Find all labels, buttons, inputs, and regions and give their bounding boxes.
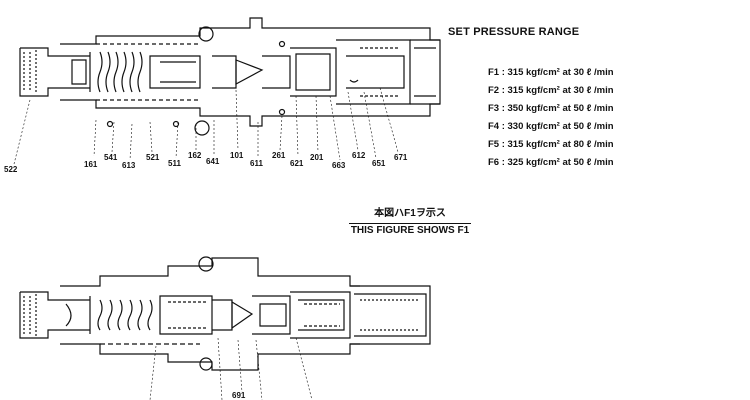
top-valve-section (19, 17, 441, 136)
part-label-511: 511 (168, 159, 181, 168)
top-leader-lines (13, 87, 399, 165)
part-label-613: 613 (122, 161, 136, 170)
bottom-valve-section (19, 256, 431, 371)
part-label-612: 612 (352, 151, 366, 160)
part-label-521: 521 (146, 153, 160, 162)
pressure-setting-f5: F5 : 315 kgf/cm² at 80 ℓ /min (488, 139, 614, 150)
top-part-labels: 522 161 541 613 521 511 162 641 101 611 … (4, 151, 408, 174)
part-label-663: 663 (332, 161, 346, 170)
pressure-range-list: F1 : 315 kgf/cm² at 30 ℓ /min F2 : 315 k… (488, 64, 688, 172)
part-label-201: 201 (310, 153, 324, 162)
figure-caption: 本図ハF1ヲ示ス THIS FIGURE SHOWS F1 (330, 208, 490, 238)
part-label-671: 671 (394, 153, 408, 162)
pressure-setting-f3: F3 : 350 kgf/cm² at 50 ℓ /min (488, 103, 614, 114)
part-label-621: 621 (290, 159, 304, 168)
part-label-691: 691 (232, 391, 246, 400)
part-label-162: 162 (188, 151, 202, 160)
pressure-range-title: SET PRESSURE RANGE (448, 26, 580, 38)
caption-japanese: 本図ハF1ヲ示ス (374, 208, 446, 219)
part-label-101: 101 (230, 151, 244, 160)
bottom-part-labels: 691 (232, 391, 246, 400)
pressure-setting-f4: F4 : 330 kgf/cm² at 50 ℓ /min (488, 121, 614, 132)
part-label-651: 651 (372, 159, 386, 168)
part-label-541: 541 (104, 153, 118, 162)
caption-english: THIS FIGURE SHOWS F1 (348, 223, 472, 236)
bottom-leader-lines (149, 337, 313, 400)
part-label-611: 611 (250, 159, 263, 168)
pressure-setting-f6: F6 : 325 kgf/cm² at 50 ℓ /min (488, 157, 614, 168)
part-label-641: 641 (206, 157, 220, 166)
part-label-522: 522 (4, 165, 18, 174)
pressure-setting-f2: F2 : 315 kgf/cm² at 30 ℓ /min (488, 85, 614, 96)
pressure-setting-f1: F1 : 315 kgf/cm² at 30 ℓ /min (488, 67, 614, 78)
part-label-261: 261 (272, 151, 286, 160)
pressure-range-block: SET PRESSURE RANGE F1 : 315 kgf/cm² at 3… (448, 26, 614, 168)
part-label-161: 161 (84, 160, 98, 169)
